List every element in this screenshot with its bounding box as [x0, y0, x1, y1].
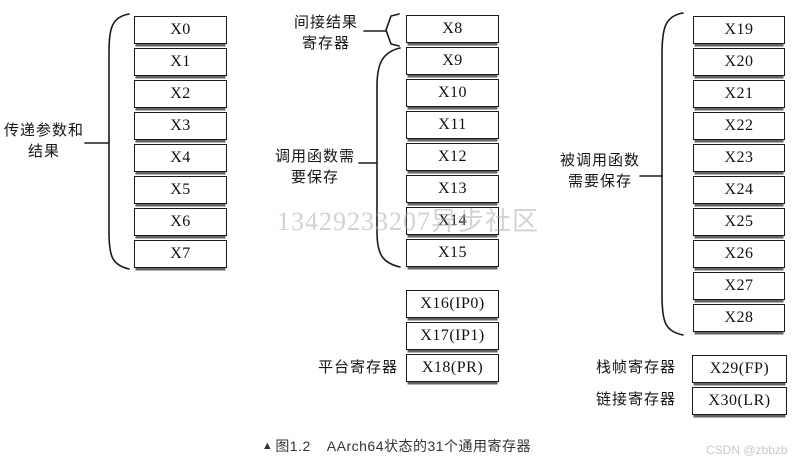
- caption-figure-number: 图1.2: [275, 438, 311, 454]
- register-box-x16: X16(IP0): [406, 290, 499, 318]
- register-box-x26: X26: [693, 240, 785, 268]
- register-box-x11: X11: [406, 111, 499, 139]
- register-box-x29: X29(FP): [692, 355, 787, 383]
- caller-group-label: 调用函数需 要保存: [271, 147, 359, 189]
- register-box-x18: X18(PR): [406, 354, 499, 382]
- register-box-x17: X17(IP1): [406, 322, 499, 350]
- register-box-x12: X12: [406, 143, 499, 171]
- register-box-x9: X9: [406, 47, 499, 75]
- register-box-x0: X0: [134, 16, 227, 44]
- register-box-x27: X27: [693, 272, 785, 300]
- caller-group-label-line1: 调用函数需: [274, 149, 355, 165]
- register-box-x20: X20: [693, 48, 785, 76]
- register-box-x23: X23: [693, 144, 785, 172]
- register-box-x3: X3: [134, 112, 227, 140]
- register-box-x30: X30(LR): [692, 387, 787, 415]
- args-group-label-line1: 传递参数和: [3, 123, 84, 139]
- register-box-x4: X4: [134, 144, 227, 172]
- register-box-x24: X24: [693, 176, 785, 204]
- register-box-x10: X10: [406, 79, 499, 107]
- link-group-label: 链接寄存器: [595, 390, 677, 411]
- indirect-group-label: 间接结果 寄存器: [293, 13, 359, 55]
- register-box-x13: X13: [406, 175, 499, 203]
- register-box-x2: X2: [134, 80, 227, 108]
- args-group-label: 传递参数和 结果: [3, 121, 85, 163]
- register-box-x7: X7: [134, 240, 227, 268]
- register-box-x22: X22: [693, 112, 785, 140]
- callee-group-label-line1: 被调用函数: [559, 153, 640, 169]
- frame-group-label-text: 栈帧寄存器: [595, 360, 676, 376]
- register-box-x19: X19: [693, 16, 785, 44]
- indirect-group-label-line2: 寄存器: [301, 36, 350, 52]
- caller-group-label-line2: 要保存: [290, 170, 339, 186]
- link-group-label-text: 链接寄存器: [595, 392, 676, 408]
- platform-group-label: 平台寄存器: [314, 358, 402, 379]
- register-box-x28: X28: [693, 304, 785, 332]
- callee-brace: [661, 12, 684, 336]
- register-box-x1: X1: [134, 48, 227, 76]
- frame-group-label: 栈帧寄存器: [595, 358, 677, 379]
- register-box-x14: X14: [406, 207, 499, 235]
- platform-group-label-text: 平台寄存器: [317, 360, 398, 376]
- args-group-label-line2: 结果: [27, 144, 60, 160]
- args-brace: [108, 13, 130, 270]
- caption-triangle-icon: ▲: [261, 440, 274, 452]
- figure-caption: ▲ 图1.2 AArch64状态的31个通用寄存器: [0, 436, 793, 456]
- watermark-center: 13429233207异步社区: [277, 207, 540, 236]
- register-box-x5: X5: [134, 176, 227, 204]
- register-box-x21: X21: [693, 80, 785, 108]
- callee-group-label-line2: 需要保存: [567, 174, 632, 190]
- indirect-brace: [385, 13, 400, 47]
- register-box-x8: X8: [406, 15, 499, 43]
- register-box-x25: X25: [693, 208, 785, 236]
- callee-group-label: 被调用函数 需要保存: [558, 151, 642, 193]
- indirect-group-label-line1: 间接结果: [293, 15, 358, 31]
- register-box-x6: X6: [134, 208, 227, 236]
- register-box-x15: X15: [406, 239, 499, 267]
- watermark-csdn: CSDN @zbbzb: [706, 443, 788, 457]
- caller-brace: [376, 47, 401, 268]
- caption-title: AArch64状态的31个通用寄存器: [326, 438, 532, 454]
